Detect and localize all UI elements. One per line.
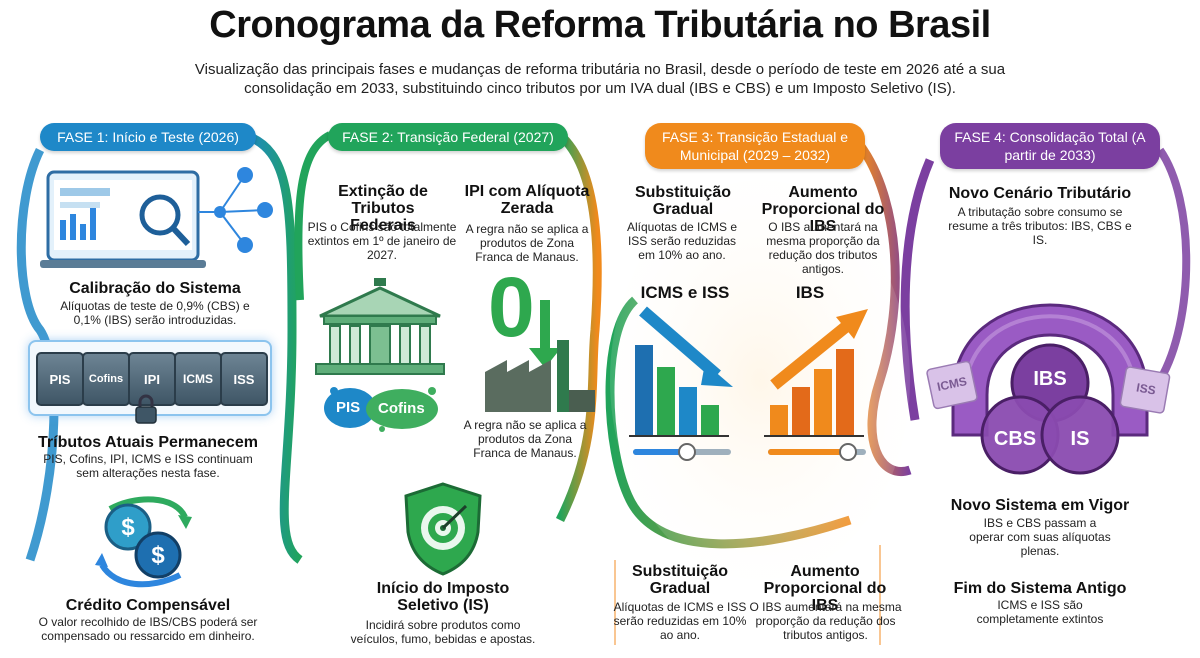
dollar-exchange-icon: $ $	[95, 496, 192, 588]
circle-cbs: CBS	[993, 428, 1037, 450]
svg-text:$: $	[121, 514, 135, 541]
credito-text: O valor recolhido de IBS/CBS poderá ser …	[38, 615, 258, 643]
tributos-title: Tríbutos Atuais Permanecem	[38, 434, 258, 451]
cofins-badge: Cofins	[378, 400, 425, 417]
bottom-substituicao-title: Substituição Gradual	[631, 563, 728, 597]
page-subtitle: Visualização das principais fases e muda…	[194, 61, 1006, 97]
bottom-aumento-title: Aumento Proporcional do IBS	[763, 563, 887, 614]
svg-text:$: $	[151, 542, 165, 569]
aumento-title: Aumento Proporcional do IBS	[761, 184, 885, 235]
tile-iss: ISS	[220, 352, 268, 406]
chart-label-ibs: IBS	[795, 283, 825, 302]
credito-title: Crédito Compensável	[65, 597, 231, 614]
analytics-dashboard-icon	[40, 167, 273, 268]
ipi-text: A regra não se aplica a produtos de Zona…	[465, 222, 589, 264]
fase3-pill: FASE 3: Transição Estadual e Municipal (…	[645, 123, 865, 169]
ipi-note: A regra não se aplica a produtos da Zona…	[463, 418, 587, 460]
vigor-title: Novo Sistema em Vigor	[950, 497, 1130, 514]
bottom-aumento-text: O IBS aumentará na mesma proporção da re…	[749, 600, 902, 642]
fim-title: Fim do Sistema Antigo	[953, 580, 1127, 597]
tile-pis: PIS	[36, 352, 84, 406]
seletivo-title: Início do Imposto Seletivo (IS)	[376, 580, 510, 614]
seletivo-text: Incidirá sobre produtos como veículos, f…	[350, 618, 536, 646]
lock-icon	[135, 394, 157, 424]
fase2-pill: FASE 2: Transição Federal (2027)	[328, 123, 568, 151]
fase4-pill: FASE 4: Consolidação Total (A partir de …	[940, 123, 1160, 169]
vigor-text: IBS e CBS passam a operar com suas alíqu…	[969, 516, 1111, 558]
calibracao-title: Calibração do Sistema	[69, 280, 241, 297]
chart-label-icms-iss: ICMS e ISS	[640, 283, 730, 302]
tile-icms: ICMS	[174, 352, 222, 406]
extincao-text: PIS o Cofins são totalmente extintos em …	[307, 220, 457, 262]
pis-badge: PIS	[336, 399, 361, 416]
tributos-text: PIS, Cofins, IPI, ICMS e ISS continuam s…	[43, 452, 253, 480]
circle-ibs: IBS	[1033, 368, 1067, 390]
fase1-pill: FASE 1: Início e Teste (2026)	[40, 123, 256, 151]
down-arrow-factory-icon	[485, 300, 595, 412]
increasing-bar-chart	[764, 309, 868, 461]
circle-is: IS	[1070, 428, 1090, 450]
fim-text: ICMS e ISS são completamente extintos	[976, 598, 1104, 626]
arch-venn-icon	[926, 303, 1171, 475]
ipi-title: IPI com Alíquota Zerada	[464, 183, 590, 217]
bottom-substituicao-text: Alíquotas de ICMS e ISS serão reduzidas …	[613, 600, 747, 642]
shield-target-icon	[404, 482, 482, 576]
extincao-title: Extinção de Tributos Federais	[338, 183, 428, 234]
page-title: Cronograma da Reforma Tributária no Bras…	[209, 4, 991, 46]
substituicao-text: Alíquotas de ICMS e ISS serão reduzidas …	[626, 220, 738, 262]
splash-shape	[324, 387, 438, 432]
tile-cofins: Cofins	[82, 352, 130, 406]
aumento-text: O IBS aumentará na mesma proporção da re…	[766, 220, 880, 276]
cenario-title: Novo Cenário Tributário	[948, 185, 1132, 202]
decreasing-bar-chart	[629, 306, 733, 461]
cenario-text: A tributação sobre consumo se resume a t…	[948, 205, 1132, 247]
government-building-icon	[315, 278, 445, 375]
calibracao-text: Alíquotas de teste de 0,9% (CBS) e 0,1% …	[60, 299, 250, 327]
zero-glyph: 0	[488, 260, 535, 354]
substituicao-title: Substituição Gradual	[634, 184, 731, 218]
